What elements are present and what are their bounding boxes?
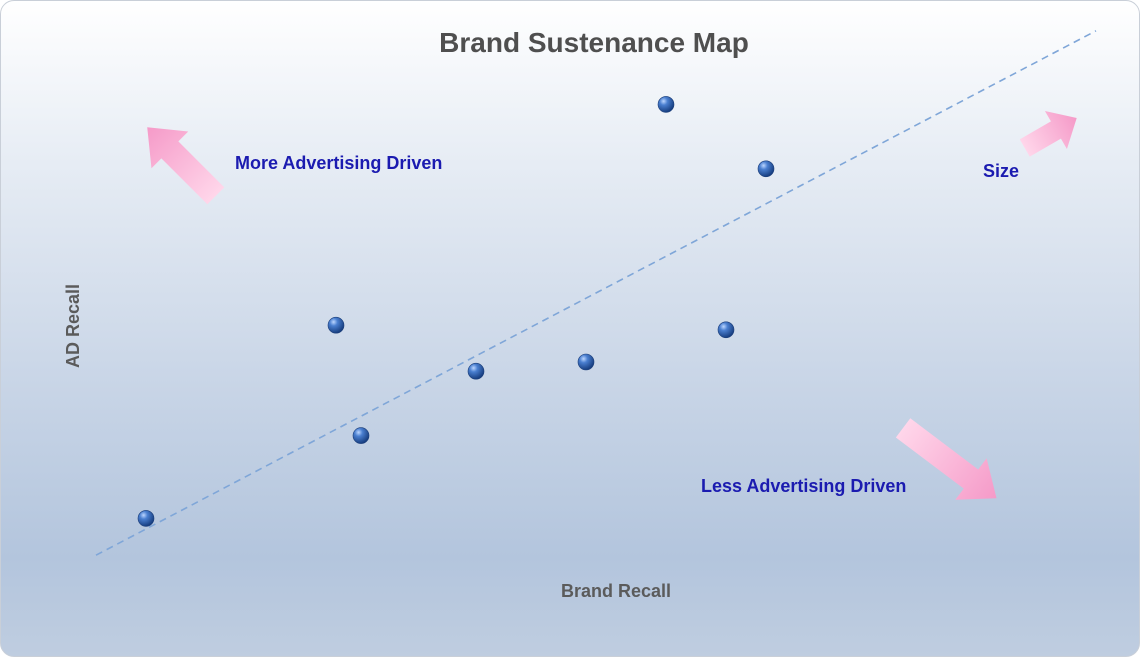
data-point-7 <box>657 96 675 113</box>
arrow-down-right-icon <box>895 418 997 500</box>
data-point-4 <box>467 362 485 380</box>
arrow-up-right-icon <box>1019 110 1077 157</box>
data-point-2 <box>327 316 345 334</box>
x-axis-label: Brand Recall <box>561 581 671 601</box>
data-point-1 <box>137 510 155 527</box>
arrow-up-left-icon <box>147 127 225 205</box>
chart-title: Brand Sustenance Map <box>439 27 749 58</box>
annotation-more-advertising: More Advertising Driven <box>235 153 442 173</box>
annotation-less-advertising: Less Advertising Driven <box>701 476 906 496</box>
trendline <box>95 30 1097 556</box>
data-points <box>137 96 775 527</box>
data-point-3 <box>352 427 370 444</box>
y-axis-label: AD Recall <box>63 284 83 368</box>
data-point-5 <box>577 353 595 371</box>
annotation-size: Size <box>983 161 1019 181</box>
data-point-6 <box>717 321 735 339</box>
data-point-8 <box>757 160 775 178</box>
